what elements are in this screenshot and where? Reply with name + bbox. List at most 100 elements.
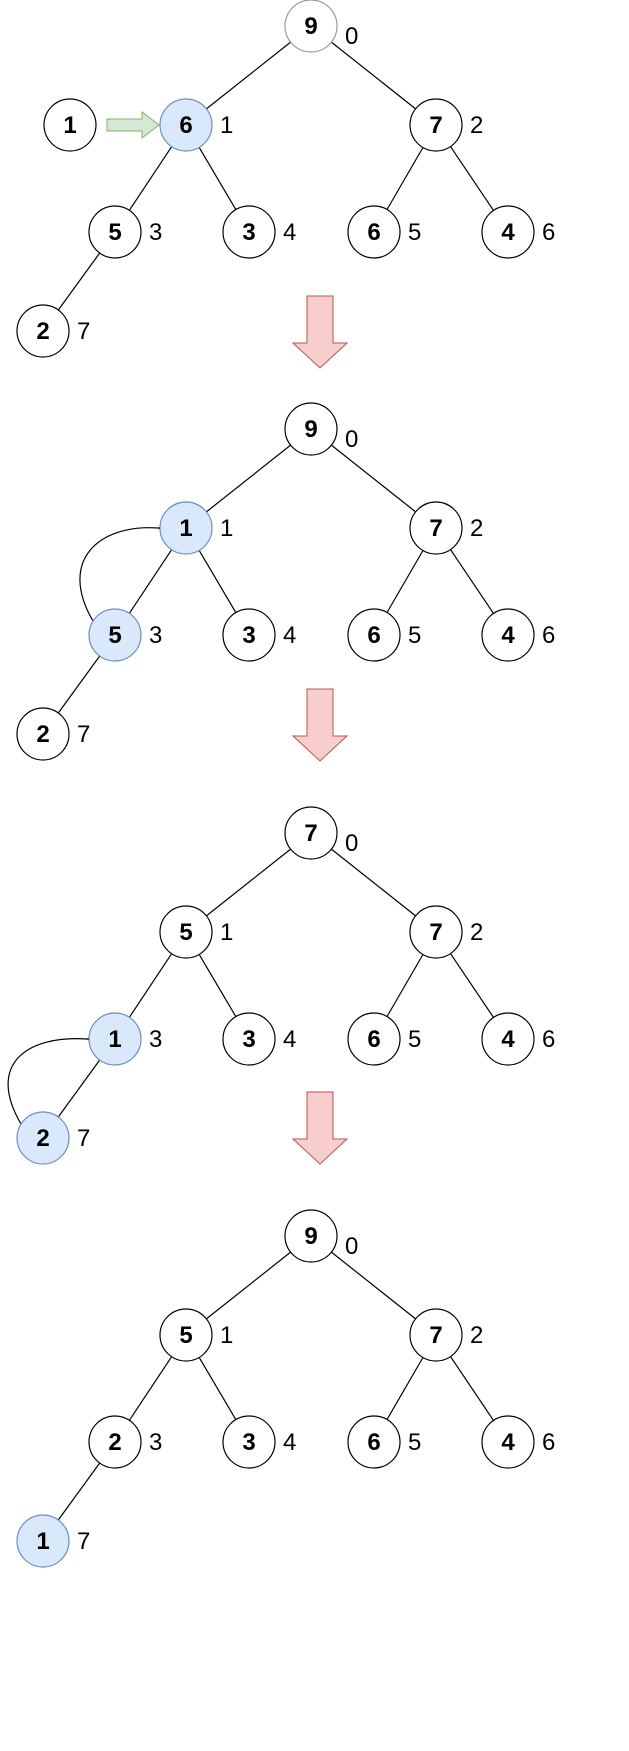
heap-node-circle xyxy=(16,1514,70,1568)
heap-node-index: 2 xyxy=(470,112,483,139)
heap-node-circle xyxy=(222,1415,276,1469)
heap-node-index: 6 xyxy=(542,622,555,649)
heap-node-index: 0 xyxy=(345,426,358,453)
heap-node-index: 5 xyxy=(408,219,421,246)
tree-edge xyxy=(57,1059,101,1118)
heap-node-circle xyxy=(222,1012,276,1066)
heap-node-index: 3 xyxy=(149,622,162,649)
tree-edge xyxy=(206,444,291,513)
heap-node-value: 4 xyxy=(501,1429,515,1456)
heap-node-circle xyxy=(88,608,142,662)
heap-node-circle xyxy=(16,707,70,761)
heap-node-value: 3 xyxy=(242,219,255,246)
heap-node-index: 4 xyxy=(283,219,296,246)
heap-node-value: 3 xyxy=(242,1429,255,1456)
tree-edge xyxy=(450,146,494,211)
heap-node-circle xyxy=(347,1415,401,1469)
tree-edge xyxy=(331,41,416,110)
tree-edge xyxy=(57,1462,101,1521)
heap-node-index: 7 xyxy=(77,1528,90,1555)
heap-node-value: 7 xyxy=(429,112,442,139)
heap-node-index: 4 xyxy=(283,622,296,649)
tree-edge xyxy=(386,550,424,613)
heap-node-value: 7 xyxy=(429,515,442,542)
red-down-arrow-icon xyxy=(291,688,349,762)
tree-edge xyxy=(128,549,173,614)
heap-node-value: 6 xyxy=(367,219,380,246)
tree-edge xyxy=(198,954,237,1017)
tree-edge xyxy=(198,1357,237,1420)
tree-edge xyxy=(57,655,101,714)
heap-node-index: 0 xyxy=(345,830,358,857)
heap-node-index: 5 xyxy=(408,1429,421,1456)
heap-node-value: 9 xyxy=(304,416,317,443)
heap-node-index: 3 xyxy=(149,1026,162,1053)
tree-edge xyxy=(198,550,237,613)
red-down-arrow-icon xyxy=(291,1091,349,1165)
tree-edge xyxy=(128,953,173,1018)
tree-edge xyxy=(206,848,291,917)
heap-node-index: 5 xyxy=(408,1026,421,1053)
heap-node-circle xyxy=(409,1308,463,1362)
heap-node-index: 6 xyxy=(542,219,555,246)
heap-node-circle xyxy=(409,501,463,555)
heap-node-circle xyxy=(347,205,401,259)
tree-edge xyxy=(386,954,424,1017)
heap-node-value: 4 xyxy=(501,219,515,246)
heap-node-circle xyxy=(16,1111,70,1165)
heap-node-value: 6 xyxy=(367,622,380,649)
tree-edge xyxy=(57,252,101,311)
heap-node-value: 1 xyxy=(179,515,192,542)
heap-node-circle xyxy=(88,1415,142,1469)
heap-node-index: 3 xyxy=(149,1429,162,1456)
green-block-arrow-icon xyxy=(106,110,160,140)
heap-node-circle xyxy=(347,1012,401,1066)
heap-node-index: 1 xyxy=(220,112,233,139)
heap-node-index: 1 xyxy=(220,919,233,946)
heap-node-index: 4 xyxy=(283,1429,296,1456)
heap-node-value: 2 xyxy=(108,1429,121,1456)
heap-node-circle xyxy=(159,501,213,555)
heap-node-circle xyxy=(284,1209,338,1263)
tree-edge xyxy=(128,146,173,211)
heap-node-value: 4 xyxy=(501,622,515,649)
heap-node-circle xyxy=(222,205,276,259)
heap-node-value: 6 xyxy=(367,1026,380,1053)
heap-node-value: 1 xyxy=(36,1528,49,1555)
heap-node-value: 9 xyxy=(304,1223,317,1250)
tree-edge xyxy=(450,953,494,1018)
heap-node-circle xyxy=(284,0,338,53)
heap-node-index: 7 xyxy=(77,318,90,345)
tree-edge xyxy=(198,147,237,210)
heap-node-index: 2 xyxy=(470,1322,483,1349)
tree-edge xyxy=(331,848,416,917)
